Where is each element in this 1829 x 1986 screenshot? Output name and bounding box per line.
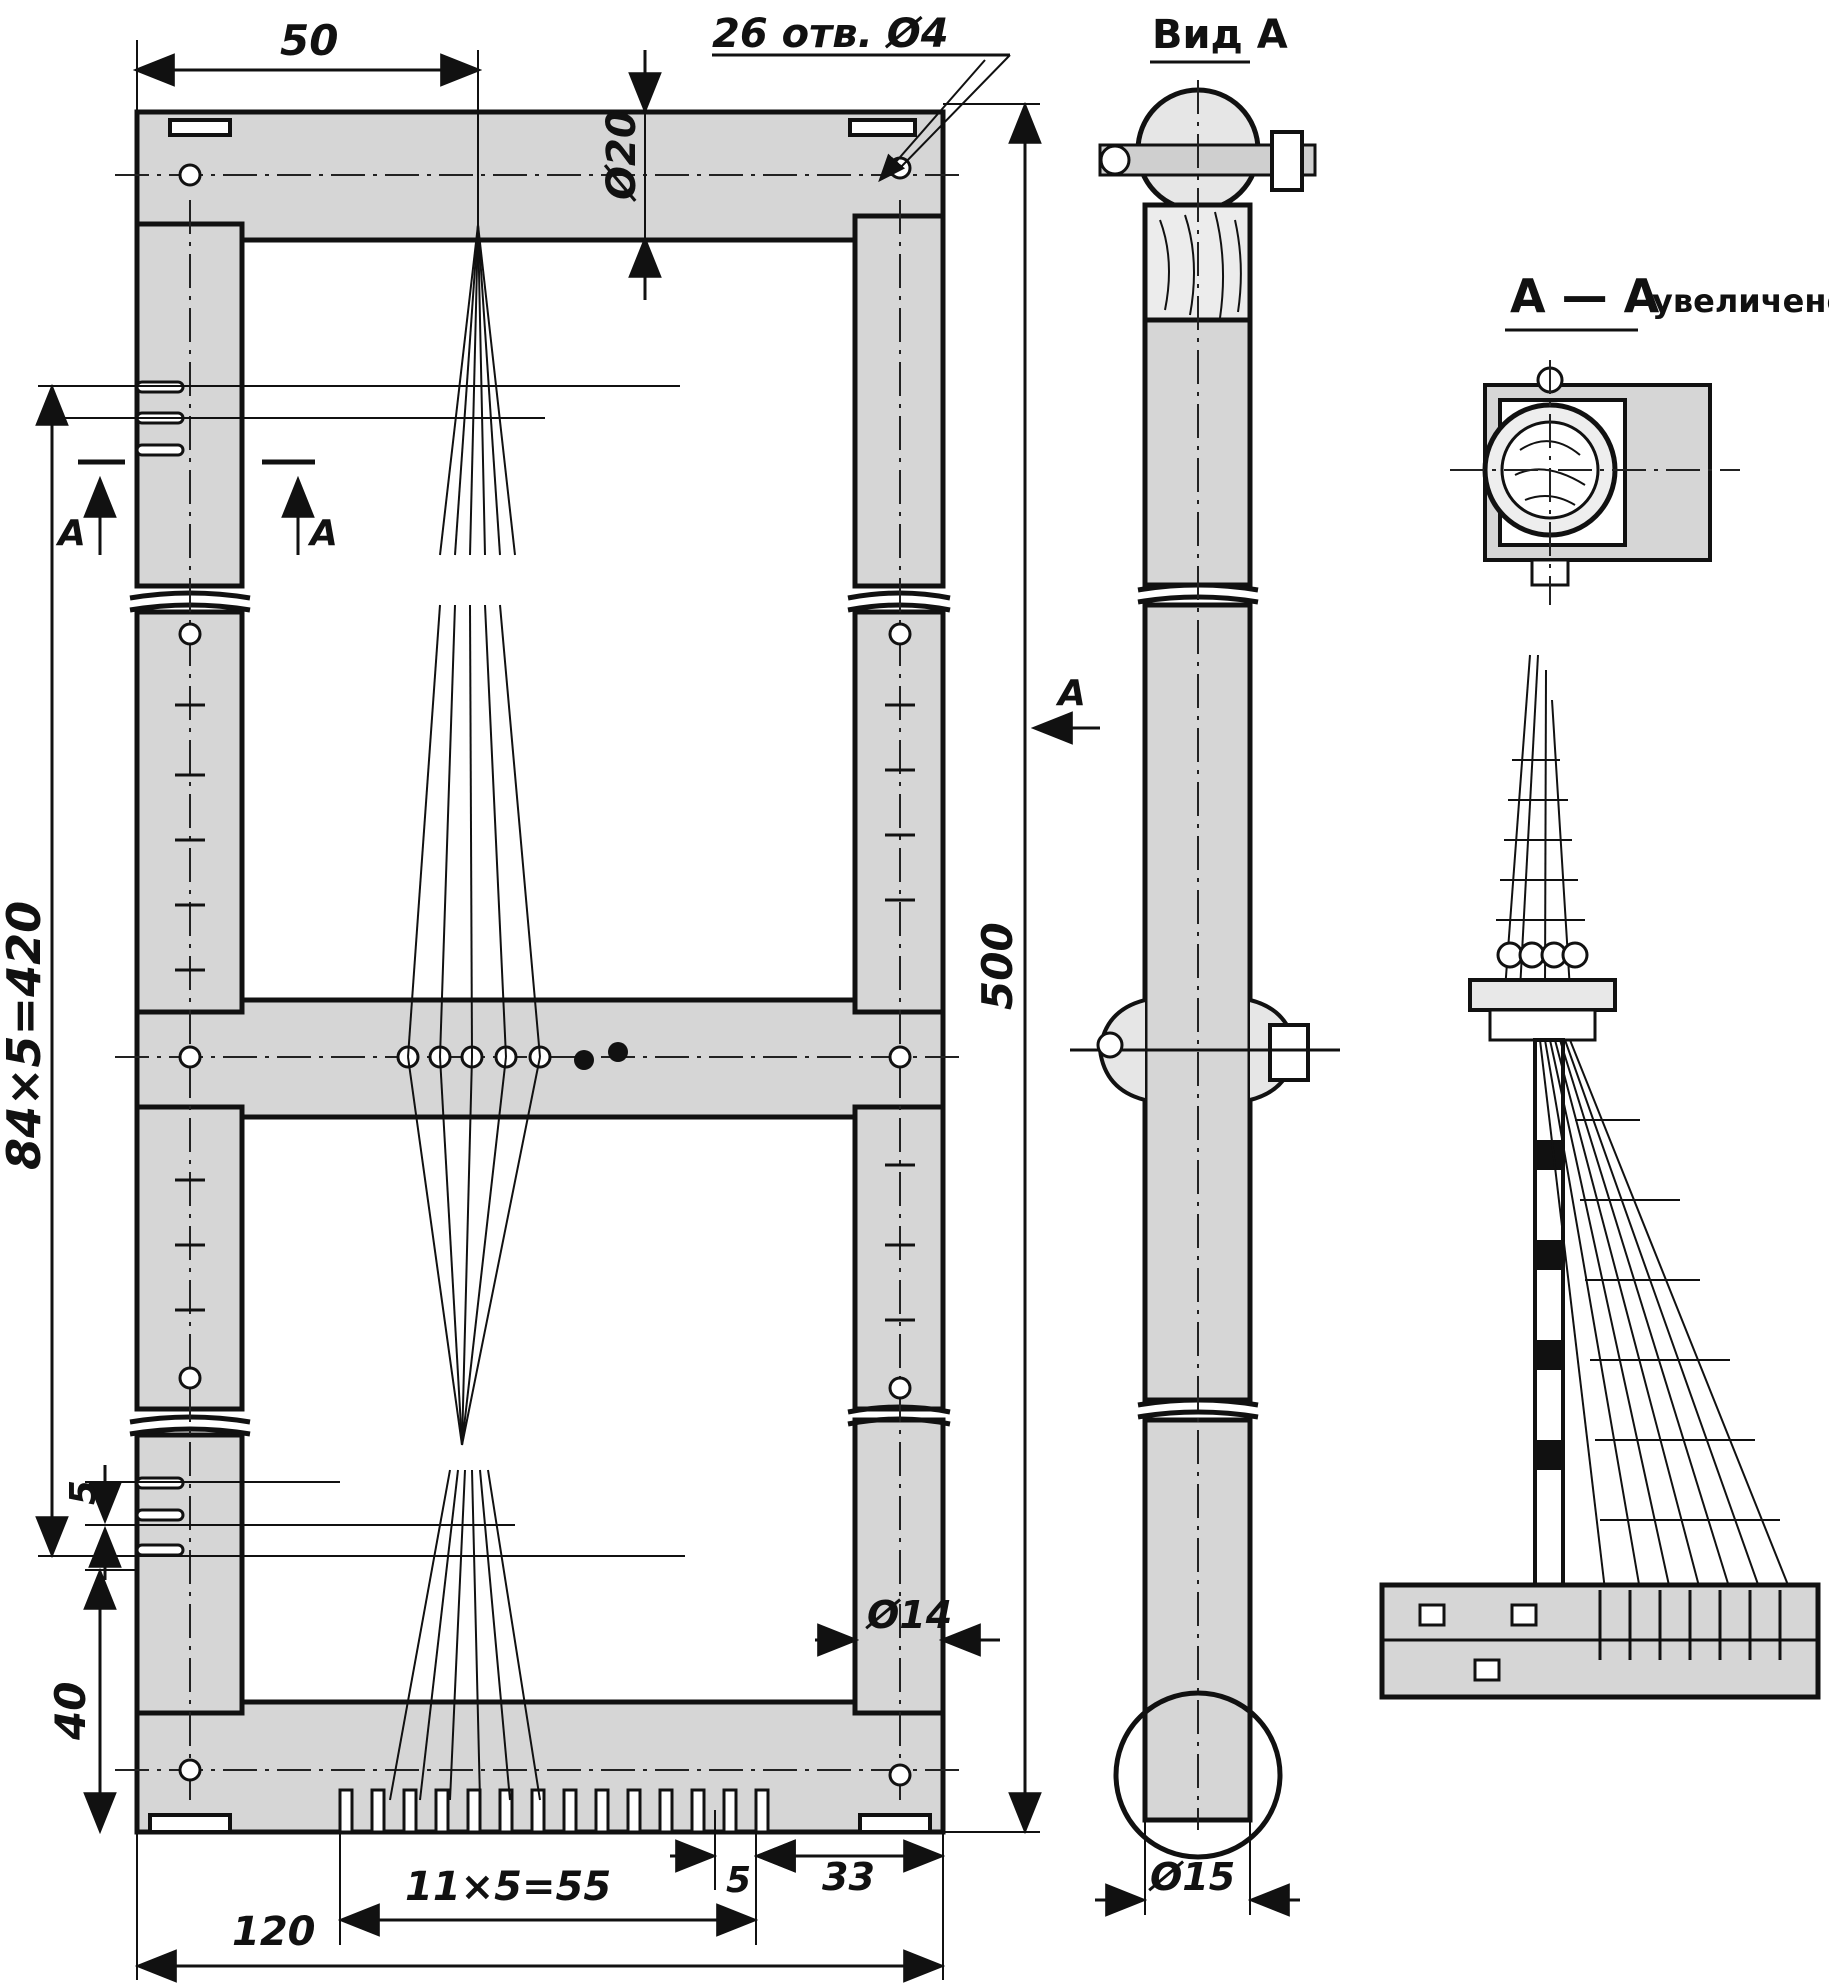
section-a-a: A — A увеличено [1450, 269, 1829, 605]
dim-120: 120 [232, 1909, 316, 1955]
frame-holes [178, 156, 912, 1787]
frame-front-view [115, 109, 965, 1835]
dim-420: 84×5=420 [0, 901, 51, 1170]
dim-55: 11×5=55 [405, 1864, 611, 1910]
view-arrow-label: A [1055, 673, 1086, 714]
dim-40: 40 [46, 1682, 95, 1741]
threads [389, 112, 541, 1801]
holes-note: 26 отв. Ø4 [712, 11, 949, 57]
dim-diam-15: Ø15 [1148, 1855, 1235, 1899]
dim-diam-14: Ø14 [865, 1593, 952, 1637]
dimensions: 50 26 отв. Ø4 Ø20 500 A 84×5=420 A [0, 11, 1100, 1983]
dim-top-50: 50 [280, 16, 338, 65]
section-title: A — A [1510, 269, 1660, 323]
bottom-comb [338, 1788, 770, 1834]
section-note: увеличено [1652, 282, 1829, 320]
section-marker-right: A [307, 513, 338, 554]
dim-5-bottom: 5 [726, 1860, 751, 1901]
view-a: Вид А Ø15 [1070, 12, 1340, 1917]
mast-illustration [1379, 654, 1821, 1700]
dim-500: 500 [973, 922, 1022, 1010]
dim-diam-20: Ø20 [599, 110, 645, 202]
section-marker-left: A [55, 513, 86, 554]
dim-33: 33 [822, 1855, 875, 1899]
dim-5-left: 5 [63, 1480, 104, 1505]
view-a-title: Вид А [1152, 12, 1288, 58]
